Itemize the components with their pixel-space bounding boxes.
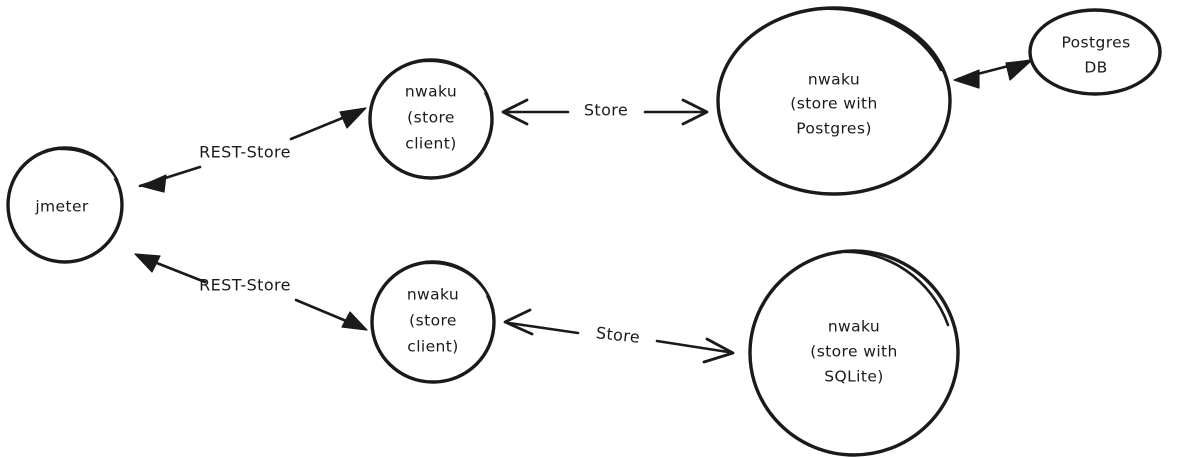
node-postgres-db[interactable]: Postgres DB (1028, 8, 1162, 96)
node-label-nwaku-sqlite-line3: SQLite) (824, 368, 883, 386)
nwaku-postgres-ellipse (716, 6, 952, 196)
arrowhead-to-postgres-db (1005, 59, 1033, 81)
arrowhead-to-store-client-top (501, 98, 529, 126)
node-label-store-client-bottom-line2: (store (409, 312, 457, 330)
node-label-nwaku-postgres-line1: nwaku (808, 71, 860, 89)
edge-store-client-top-nwaku-postgres[interactable]: Store (501, 98, 709, 126)
edge-segment-left (507, 321, 580, 335)
node-label-store-client-bottom-line3: client) (407, 338, 458, 356)
edge-store-client-bottom-nwaku-sqlite[interactable]: Store (503, 308, 735, 364)
node-label-nwaku-postgres-line2: (store with (790, 95, 877, 113)
node-label-jmeter: jmeter (34, 198, 89, 216)
node-label-nwaku-sqlite-line1: nwaku (828, 318, 880, 336)
arrowhead-to-store-client-bottom (503, 308, 534, 336)
node-label-postgres-db-line2: DB (1084, 59, 1107, 77)
node-label-postgres-db-line1: Postgres (1061, 34, 1130, 52)
edge-label-rest-store-top: REST-Store (199, 143, 291, 162)
node-label-nwaku-sqlite-line2: (store with (810, 343, 897, 361)
node-label-store-client-bottom-line1: nwaku (407, 286, 459, 304)
nwaku-sqlite-circle-overdraw (838, 250, 950, 327)
node-label-nwaku-postgres-line3: Postgres) (796, 120, 872, 138)
edge-label-store-bottom: Store (595, 323, 641, 347)
node-label-store-client-top-line3: client) (405, 135, 456, 153)
node-jmeter[interactable]: jmeter (6, 146, 124, 264)
store-client-bottom-circle-overdraw (424, 261, 491, 299)
arrowhead-to-nwaku-postgres (681, 98, 709, 126)
edge-nwaku-postgres-postgres-db[interactable] (953, 59, 1033, 89)
arrowhead-to-store-client-top (339, 107, 367, 129)
node-label-store-client-top-line1: nwaku (405, 83, 457, 101)
node-nwaku-sqlite[interactable]: nwaku (store with SQLite) (748, 249, 960, 457)
edge-label-rest-store-bottom: REST-Store (199, 276, 291, 295)
node-store-client-top[interactable]: nwaku (store client) (368, 58, 494, 180)
edge-jmeter-store-client-bottom[interactable]: REST-Store (134, 253, 368, 331)
postgres-db-ellipse (1028, 8, 1162, 96)
edge-label-store-top: Store (584, 101, 628, 120)
nwaku-sqlite-circle (748, 249, 960, 457)
arrowhead-to-jmeter (140, 174, 167, 193)
node-store-client-bottom[interactable]: nwaku (store client) (370, 260, 496, 384)
arrowhead-to-nwaku-postgres (953, 69, 980, 89)
arrowhead-to-store-client-bottom (341, 311, 368, 331)
edge-jmeter-store-client-top[interactable]: REST-Store (138, 107, 367, 193)
store-client-top-circle-overdraw (422, 59, 489, 96)
arrowhead-to-nwaku-sqlite (702, 337, 735, 364)
arrowhead-to-jmeter (134, 253, 161, 273)
nwaku-postgres-ellipse-overdraw (818, 7, 943, 72)
edge-segment-right (655, 339, 730, 354)
node-nwaku-postgres[interactable]: nwaku (store with Postgres) (716, 6, 952, 196)
jmeter-circle-overdraw (58, 147, 119, 182)
node-label-store-client-top-line2: (store (407, 109, 455, 127)
